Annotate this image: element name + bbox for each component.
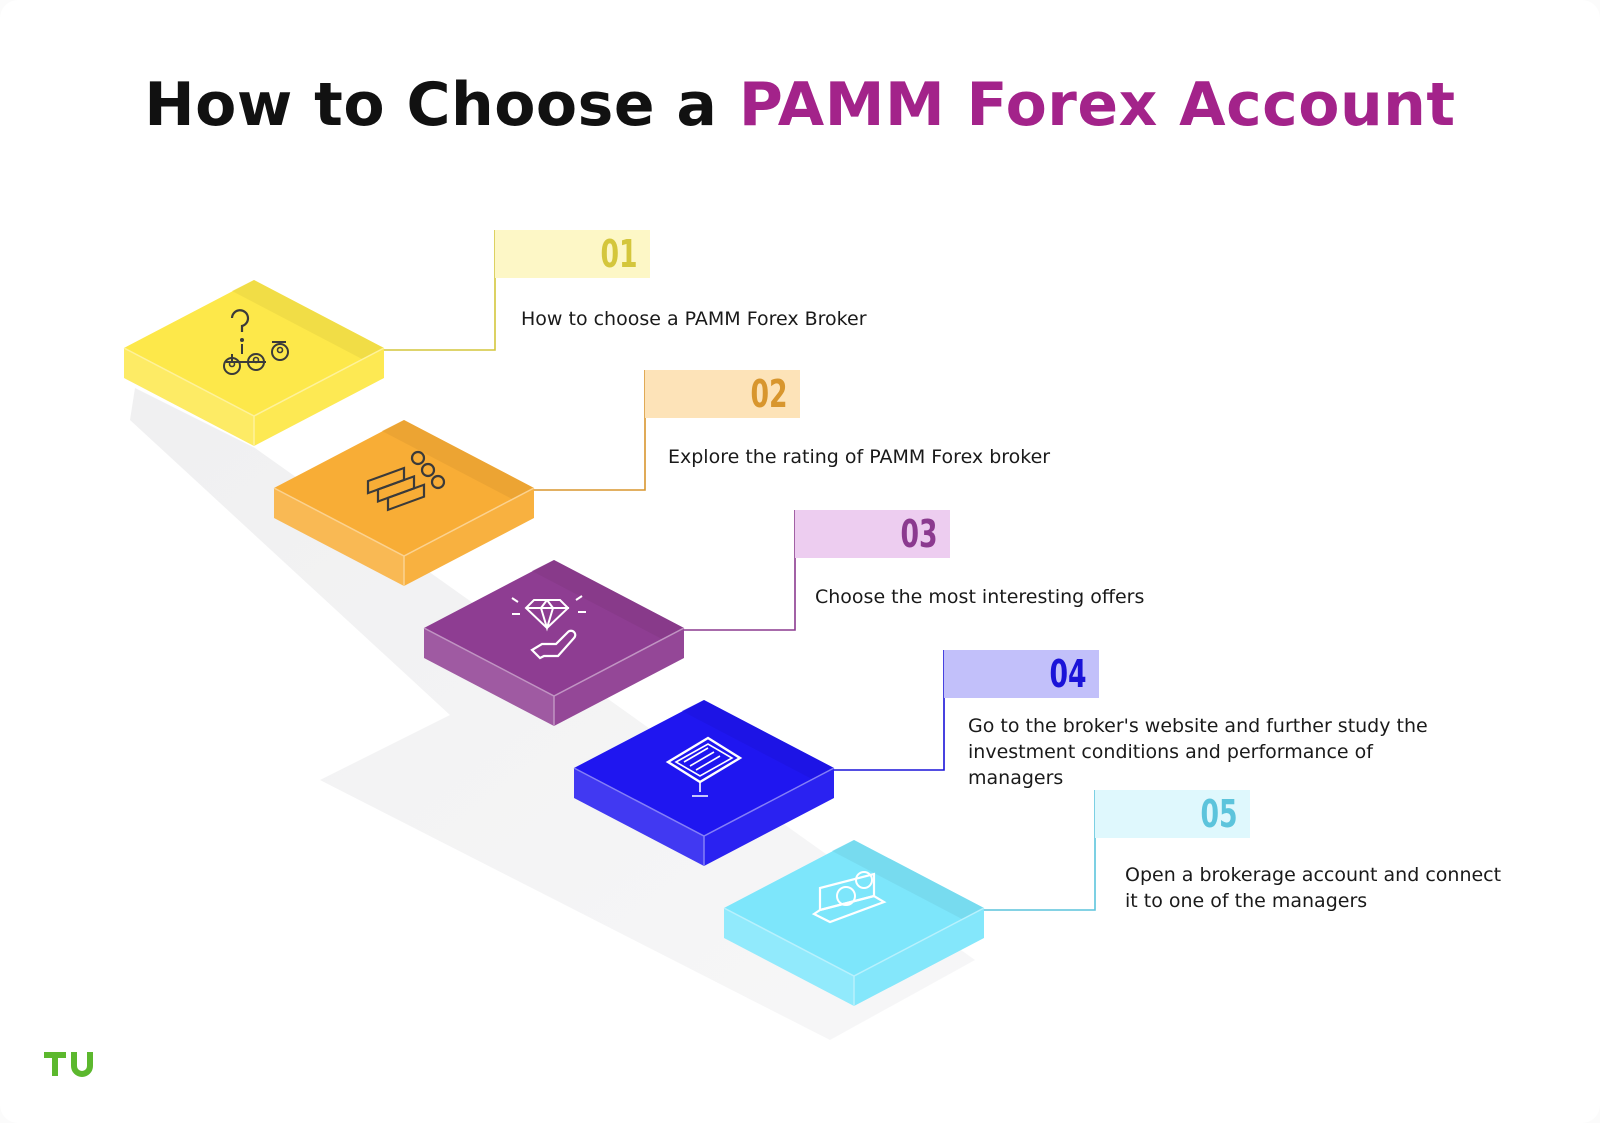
step-block-top-shade — [682, 700, 834, 779]
step-number-05: 05 — [1095, 790, 1250, 838]
step-block-top-shade — [382, 420, 534, 499]
step-block-top-shade — [532, 560, 684, 639]
step-block-top-shade — [232, 280, 384, 359]
step-text-03: Choose the most interesting offers — [815, 586, 1145, 608]
step-block-03 — [423, 560, 685, 726]
title-highlight: PAMM Forex Account — [738, 70, 1456, 140]
step-connector-05 — [984, 790, 1096, 911]
step-text-02: Explore the rating of PAMM Forex broker — [668, 446, 1051, 468]
step-connector-01 — [384, 230, 496, 351]
step-connector-03 — [684, 510, 796, 631]
step-text-05: Open a brokerage account and connect it … — [1125, 864, 1502, 912]
title-prefix: How to Choose a — [144, 70, 718, 140]
tu-logo-icon — [44, 1052, 93, 1077]
step-number-04: 04 — [944, 650, 1099, 698]
step-block-left-face — [124, 348, 254, 446]
page-title: How to Choose a PAMM Forex Account — [0, 70, 1600, 140]
step-block-left-face — [274, 488, 404, 586]
step-block-right-face — [254, 348, 384, 446]
step-block-02 — [273, 420, 535, 586]
blocks-group — [123, 280, 985, 1006]
step-block-01 — [123, 280, 385, 446]
monitor-icon — [665, 736, 743, 797]
step-block-right-face — [704, 768, 834, 866]
step-block-left-face — [424, 628, 554, 726]
step-block-right-face — [854, 908, 984, 1006]
step-block-right-face — [404, 488, 534, 586]
step-number-01: 01 — [495, 230, 650, 278]
step-text-01: How to choose a PAMM Forex Broker — [521, 308, 867, 330]
step-block-05 — [723, 840, 985, 1006]
diamond-hand-icon — [511, 595, 586, 660]
step-connector-02 — [534, 370, 646, 491]
step-block-top-shade — [832, 840, 984, 919]
step-number-02: 02 — [645, 370, 800, 418]
step-block-04 — [573, 700, 835, 866]
step-number-03: 03 — [795, 510, 950, 558]
step-block-right-face — [554, 628, 684, 726]
step-text-04: Go to the broker's website and further s… — [968, 715, 1428, 789]
step-block-left-face — [574, 768, 704, 866]
laptop-user-icon — [811, 871, 887, 924]
step-block-left-face — [724, 908, 854, 1006]
question-network-icon — [223, 309, 289, 375]
step-connector-04 — [834, 650, 945, 771]
checklist-icon — [366, 450, 446, 512]
